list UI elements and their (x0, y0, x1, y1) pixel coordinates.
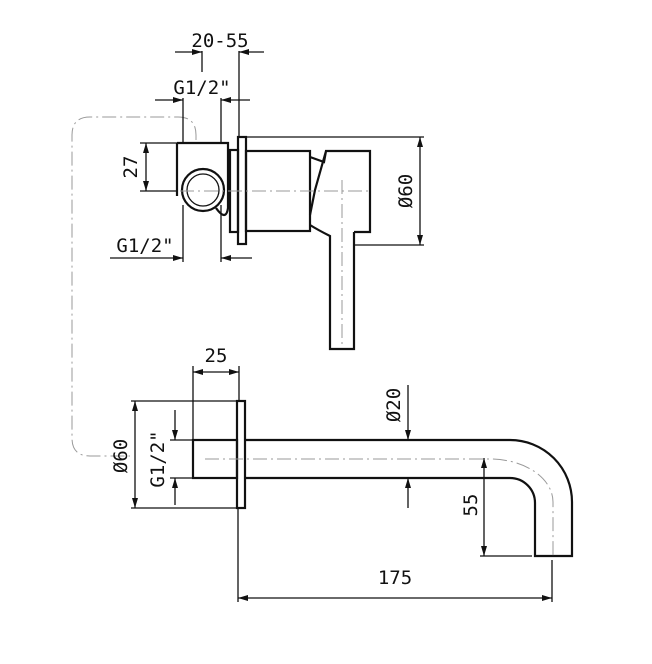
flange-diameter-label: Ø60 (110, 439, 132, 473)
valve-box (175, 141, 230, 217)
diameter-label: Ø60 (395, 174, 417, 208)
offset-label: 27 (120, 156, 142, 179)
depth-range-label: 20-55 (191, 30, 248, 52)
spout-flange (235, 399, 247, 510)
spout-pipe (245, 438, 574, 558)
valve-view: 20-55 G1/2" 27 Ø60 G1/2" (110, 30, 424, 351)
valve-inlet-inner (186, 173, 220, 207)
thread-top-label: G1/2" (173, 77, 230, 99)
thread-bottom-label: G1/2" (116, 235, 173, 257)
valve-inlet-ring (180, 167, 226, 213)
spout-view: 25 Ø60 G1/2" Ø20 55 175 (110, 345, 574, 602)
spout-centerline (205, 458, 554, 556)
drop-label: 55 (460, 494, 482, 517)
handle (308, 149, 372, 351)
connection-centerline (71, 116, 197, 457)
pipe-diameter-label: Ø20 (383, 388, 405, 422)
thread-label: G1/2" (147, 430, 169, 487)
projection-label: 175 (378, 567, 412, 589)
body-depth-label: 25 (205, 345, 228, 367)
